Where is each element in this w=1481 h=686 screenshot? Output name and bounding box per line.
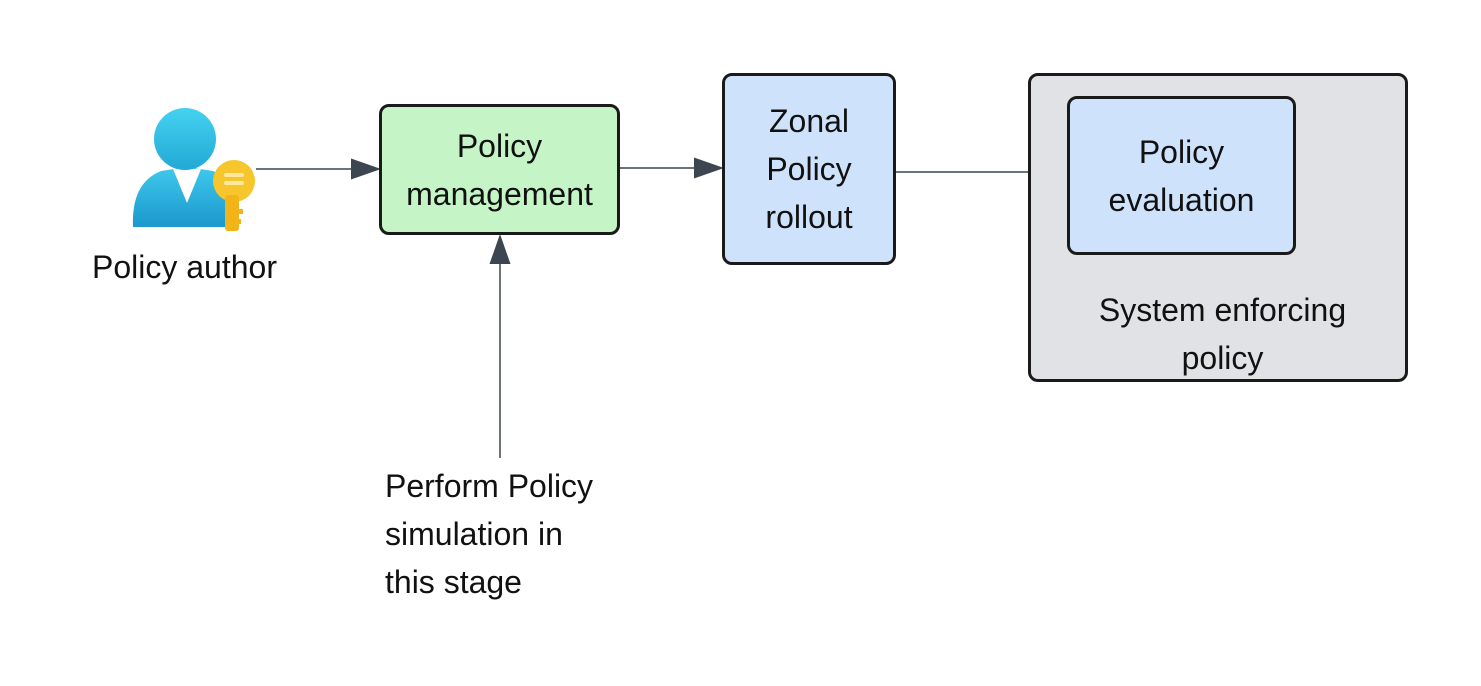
system-enforcing-policy-label: System enforcing policy	[1098, 292, 1347, 376]
policy-management-label: Policy management	[406, 127, 593, 212]
policy-evaluation-label: Policy evaluation	[1108, 133, 1255, 218]
zonal-policy-rollout-label: Zonal Policy rollout	[765, 103, 853, 235]
policy-management-box[interactable]: Policy management	[379, 104, 620, 235]
zonal-policy-rollout-box[interactable]: Zonal Policy rollout	[722, 73, 896, 265]
policy-author-label: Policy author	[92, 249, 277, 285]
policy-evaluation-box[interactable]: Policy evaluation	[1067, 96, 1296, 255]
simulation-annotation: Perform Policy simulation in this stage	[385, 468, 594, 600]
user-with-key-icon	[132, 108, 255, 231]
